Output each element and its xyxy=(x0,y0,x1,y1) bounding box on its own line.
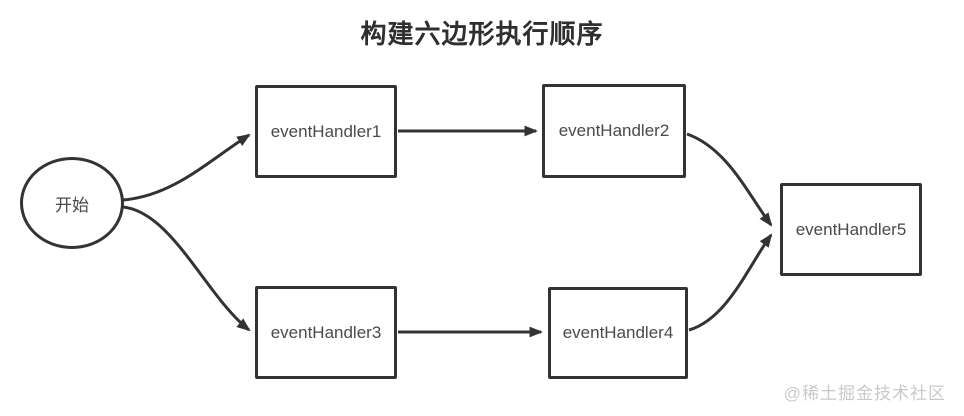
node-eventhandler1: eventHandler1 xyxy=(255,85,397,178)
node-label: eventHandler5 xyxy=(795,219,907,239)
arrow-eventhandler2-to-eventhandler5 xyxy=(686,132,773,227)
node-label: eventHandler1 xyxy=(270,121,382,141)
page-title: 构建六边形执行顺序 xyxy=(360,19,604,49)
node-eventhandler2: eventHandler2 xyxy=(542,84,686,178)
watermark: @稀土掘金技术社区 xyxy=(783,384,946,403)
arrow-eventhandler4-to-eventhandler5 xyxy=(688,233,773,332)
node-label: eventHandler4 xyxy=(562,323,674,342)
node-eventhandler4: eventHandler4 xyxy=(548,287,688,379)
node-eventhandler3: eventHandler3 xyxy=(255,286,397,379)
arrow-start-to-eventhandler3 xyxy=(122,205,251,332)
node-eventhandler5: eventHandler5 xyxy=(780,183,922,276)
node-label: eventHandler3 xyxy=(270,322,382,342)
start-node-label: 开始 xyxy=(55,195,89,215)
start-node: 开始 xyxy=(20,157,124,249)
arrow-start-to-eventhandler1 xyxy=(122,133,251,202)
node-label: eventHandler2 xyxy=(558,121,670,140)
